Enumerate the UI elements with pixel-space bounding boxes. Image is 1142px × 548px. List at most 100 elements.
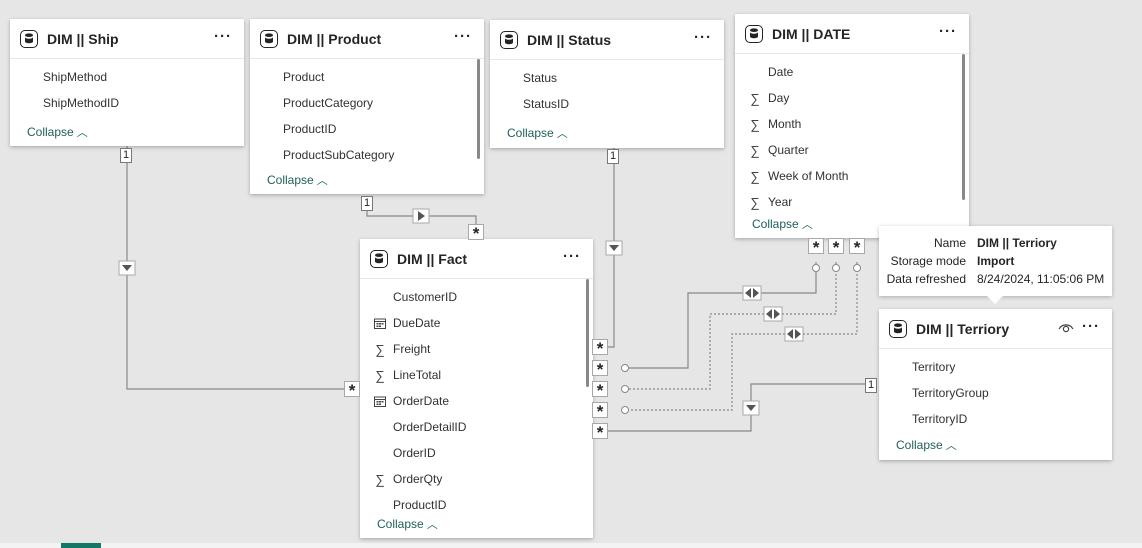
table-cylinder-icon (370, 249, 388, 268)
field-item[interactable]: ∑OrderQty (360, 466, 593, 492)
chevron-up-icon: ︿ (76, 127, 88, 139)
filter-direction-down-icon[interactable] (742, 400, 760, 416)
endpoint-circle (853, 264, 861, 272)
field-item[interactable]: OrderID (393, 446, 436, 460)
collapse-link[interactable]: Collapse︿ (896, 438, 957, 452)
cardinality-one-badge: 1 (865, 378, 878, 393)
field-list: ShipMethod ShipMethodID (10, 59, 244, 116)
table-title: DIM || DATE (772, 25, 851, 42)
scrollbar[interactable] (477, 59, 480, 159)
endpoint-circle (621, 364, 629, 372)
table-header[interactable]: DIM || Terriory ··· (879, 309, 1112, 349)
field-item[interactable]: Status (523, 71, 558, 85)
table-header[interactable]: DIM || Status ··· (490, 20, 724, 60)
relationship-date-fact-inactive-1[interactable] (628, 262, 837, 390)
relationship-date-fact-inactive-2[interactable] (628, 262, 858, 411)
filter-direction-both-icon[interactable] (784, 326, 804, 342)
chevron-up-icon: ︿ (945, 440, 957, 452)
cardinality-one-badge: 1 (607, 149, 620, 164)
table-header[interactable]: DIM || Product ··· (250, 19, 484, 59)
relationship-territory-fact[interactable] (593, 383, 866, 432)
cardinality-one-badge: 1 (120, 148, 133, 163)
collapse-link[interactable]: Collapse︿ (377, 517, 438, 531)
more-options-icon[interactable]: ··· (454, 28, 472, 45)
field-list: Date ∑Day ∑Month ∑Quarter ∑Week of Month… (735, 54, 969, 215)
table-card-status[interactable]: DIM || Status ··· Status StatusID Collap… (490, 20, 724, 148)
table-card-date[interactable]: DIM || DATE ··· Date ∑Day ∑Month ∑Quarte… (735, 14, 969, 238)
table-card-product[interactable]: DIM || Product ··· Product ProductCatego… (250, 19, 484, 194)
table-card-ship[interactable]: DIM || Ship ··· ShipMethod ShipMethodID … (10, 19, 244, 146)
scrollbar[interactable] (962, 54, 965, 200)
page-tab-active[interactable] (61, 543, 101, 548)
relationship-ship-fact[interactable] (126, 146, 360, 390)
field-item[interactable]: ∑Freight (360, 336, 593, 362)
field-item[interactable]: ProductCategory (283, 96, 374, 110)
field-item[interactable]: Territory (912, 360, 956, 374)
endpoint-circle (621, 385, 629, 393)
field-item[interactable]: ∑Month (735, 111, 969, 137)
more-options-icon[interactable]: ··· (563, 248, 581, 265)
field-item[interactable]: TerritoryGroup (912, 386, 989, 400)
field-item[interactable]: OrderDate (360, 388, 593, 414)
calendar-icon (373, 396, 387, 407)
field-list: Territory TerritoryGroup TerritoryID (879, 349, 1112, 432)
field-item[interactable]: DueDate (360, 310, 593, 336)
field-item[interactable]: ∑Week of Month (735, 163, 969, 189)
filter-direction-right-icon[interactable] (412, 208, 430, 224)
collapse-link[interactable]: Collapse︿ (267, 173, 328, 187)
relationship-date-fact-active[interactable] (628, 262, 817, 369)
collapse-link[interactable]: Collapse︿ (27, 125, 88, 139)
table-title: DIM || Status (527, 31, 612, 48)
table-cylinder-icon (20, 29, 38, 48)
tooltip-name-label: Name (933, 236, 966, 250)
field-list: Product ProductCategory ProductID Produc… (250, 59, 484, 168)
filter-direction-down-icon[interactable] (118, 260, 136, 276)
field-list: Status StatusID (490, 60, 724, 117)
cardinality-many-badge: * (828, 238, 844, 254)
filter-direction-both-icon[interactable] (763, 306, 783, 322)
cardinality-many-badge: * (344, 381, 360, 397)
field-item[interactable]: ∑Year (735, 189, 969, 215)
more-options-icon[interactable]: ··· (939, 23, 957, 40)
sigma-icon: ∑ (750, 168, 760, 184)
collapse-link[interactable]: Collapse︿ (752, 217, 813, 231)
field-item[interactable]: ShipMethodID (43, 96, 120, 110)
field-item[interactable]: ∑Quarter (735, 137, 969, 163)
table-header[interactable]: DIM || DATE ··· (735, 14, 969, 54)
field-item[interactable]: ∑Day (735, 85, 969, 111)
field-item[interactable]: OrderDetailID (393, 420, 467, 434)
endpoint-circle (812, 264, 820, 272)
field-item[interactable]: ProductID (283, 122, 337, 136)
tooltip-refreshed-value: 8/24/2024, 11:05:06 PM (977, 272, 1105, 286)
field-item[interactable]: Product (283, 70, 325, 84)
more-options-icon[interactable]: ··· (694, 29, 712, 46)
field-item[interactable]: StatusID (523, 97, 570, 111)
cardinality-many-badge: * (592, 339, 608, 355)
eye-icon[interactable] (1058, 321, 1074, 339)
sigma-icon: ∑ (750, 90, 760, 106)
table-header[interactable]: DIM || Fact ··· (360, 239, 593, 279)
field-item[interactable]: ProductSubCategory (283, 148, 395, 162)
table-card-territory[interactable]: DIM || Terriory ··· Territory TerritoryG… (879, 309, 1112, 460)
field-item[interactable]: CustomerID (393, 290, 458, 304)
field-list: CustomerID DueDate ∑Freight ∑LineTotal O… (360, 279, 593, 518)
filter-direction-both-icon[interactable] (742, 285, 762, 301)
field-item[interactable]: Date (768, 65, 794, 79)
field-item[interactable]: ShipMethod (43, 70, 108, 84)
more-options-icon[interactable]: ··· (214, 28, 232, 45)
filter-direction-down-icon[interactable] (605, 240, 623, 256)
table-header[interactable]: DIM || Ship ··· (10, 19, 244, 59)
field-item[interactable]: TerritoryID (912, 412, 968, 426)
collapse-link[interactable]: Collapse︿ (507, 126, 568, 140)
table-card-fact[interactable]: DIM || Fact ··· CustomerID DueDate ∑Frei… (360, 239, 593, 538)
table-info-tooltip: Name DIM || Terriory Storage mode Import… (879, 226, 1112, 304)
cardinality-many-badge: * (808, 238, 824, 254)
scrollbar[interactable] (586, 279, 589, 387)
tooltip-storage-value: Import (977, 254, 1015, 268)
chevron-up-icon: ︿ (426, 519, 438, 531)
field-item[interactable]: ProductID (393, 498, 447, 512)
more-options-icon[interactable]: ··· (1082, 318, 1100, 335)
field-item[interactable]: ∑LineTotal (360, 362, 593, 388)
cardinality-one-badge: 1 (361, 196, 374, 211)
